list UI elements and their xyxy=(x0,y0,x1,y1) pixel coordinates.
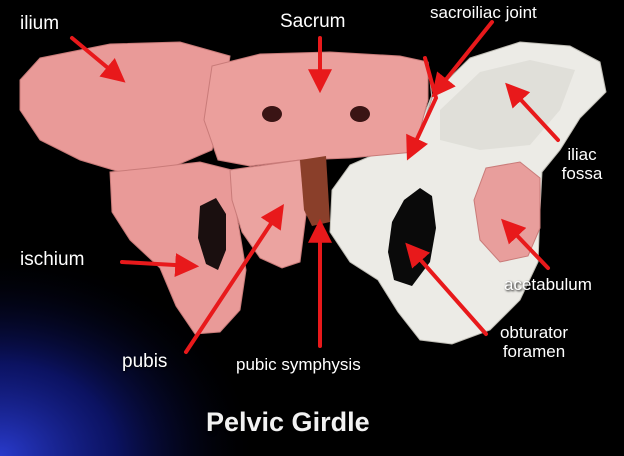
bracket-sacroiliac xyxy=(406,56,439,161)
label-pubis: pubis xyxy=(122,351,168,372)
arrow-ischium xyxy=(120,253,200,278)
arrow-iliac-fossa xyxy=(505,82,560,142)
label-obturator-line1: obturator xyxy=(499,323,569,342)
label-ischium: ischium xyxy=(20,249,85,270)
slide-title: Pelvic Girdle xyxy=(206,407,370,437)
label-iliac-fossa-line1: iliac xyxy=(567,145,597,164)
label-sacroiliac-joint: sacroiliac joint xyxy=(430,3,537,22)
label-pubic-symphysis: pubic symphysis xyxy=(236,355,361,374)
pubic-symphysis-region xyxy=(300,156,330,226)
sacral-foramen-right xyxy=(350,106,370,122)
left-ilium-bone xyxy=(19,41,231,173)
arrow-acetabulum xyxy=(501,218,550,270)
sacral-foramen-left xyxy=(262,106,282,122)
arrow-obturator xyxy=(405,242,488,336)
label-ilium: ilium xyxy=(20,13,60,34)
arrow-ilium xyxy=(70,36,126,83)
label-obturator-line2: foramen xyxy=(502,341,566,361)
sacrum-bone xyxy=(203,51,429,167)
label-iliac-fossa-line2: fossa xyxy=(561,163,603,183)
label-iliac-fossa: iliac fossa xyxy=(556,145,608,183)
label-acetabulum: acetabulum xyxy=(504,275,592,294)
left-obturator-hole xyxy=(198,198,226,270)
arrow-sacroiliac-joint xyxy=(431,20,494,98)
label-sacrum: Sacrum xyxy=(280,11,346,32)
arrow-pubis xyxy=(184,203,284,354)
label-obturator-foramen: obturator foramen xyxy=(484,323,584,361)
